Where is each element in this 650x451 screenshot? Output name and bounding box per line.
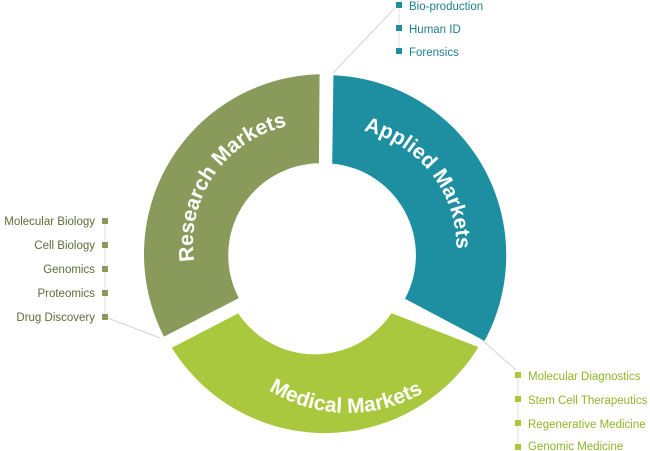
list-bullet [515, 420, 521, 426]
list-item-cell-biology: Cell Biology [34, 240, 95, 252]
list-bullet [102, 290, 108, 296]
medical-markets-list: Molecular Diagnostics Stem Cell Therapeu… [515, 371, 648, 451]
segment-applied [332, 75, 507, 341]
list-bullet [102, 314, 108, 320]
list-bullet [102, 266, 108, 272]
medical-connector [479, 337, 517, 371]
list-bullet [515, 372, 521, 378]
research-markets-list: Molecular Biology Cell Biology Genomics … [4, 216, 108, 324]
list-bullet [396, 2, 402, 8]
list-item-proteomics: Proteomics [37, 288, 95, 300]
list-item-bio-production: Bio-production [409, 1, 483, 13]
list-bullet [515, 444, 521, 450]
list-item-genomic-medicine: Genomic Medicine [528, 441, 623, 451]
list-item-molecular-biology: Molecular Biology [4, 216, 95, 228]
list-bullet [396, 25, 402, 31]
list-bullet [102, 242, 108, 248]
list-item-drug-discovery: Drug Discovery [16, 312, 95, 324]
list-item-forensics: Forensics [409, 47, 459, 59]
list-item-regenerative-medicine: Regenerative Medicine [528, 419, 646, 431]
applied-connector [332, 7, 396, 74]
segment-research [144, 74, 320, 337]
list-bullet [396, 48, 402, 54]
segment-medical [171, 313, 479, 434]
list-bullet [102, 218, 108, 224]
research-connector [104, 316, 161, 339]
list-item-molecular-diagnostics: Molecular Diagnostics [528, 371, 641, 383]
list-bullet [515, 396, 521, 402]
list-item-genomics: Genomics [43, 264, 95, 276]
list-item-stem-cell-therapeutics: Stem Cell Therapeutics [528, 395, 648, 407]
applied-markets-list: Bio-production Human ID Forensics [396, 1, 483, 59]
list-item-human-id: Human ID [409, 24, 461, 36]
